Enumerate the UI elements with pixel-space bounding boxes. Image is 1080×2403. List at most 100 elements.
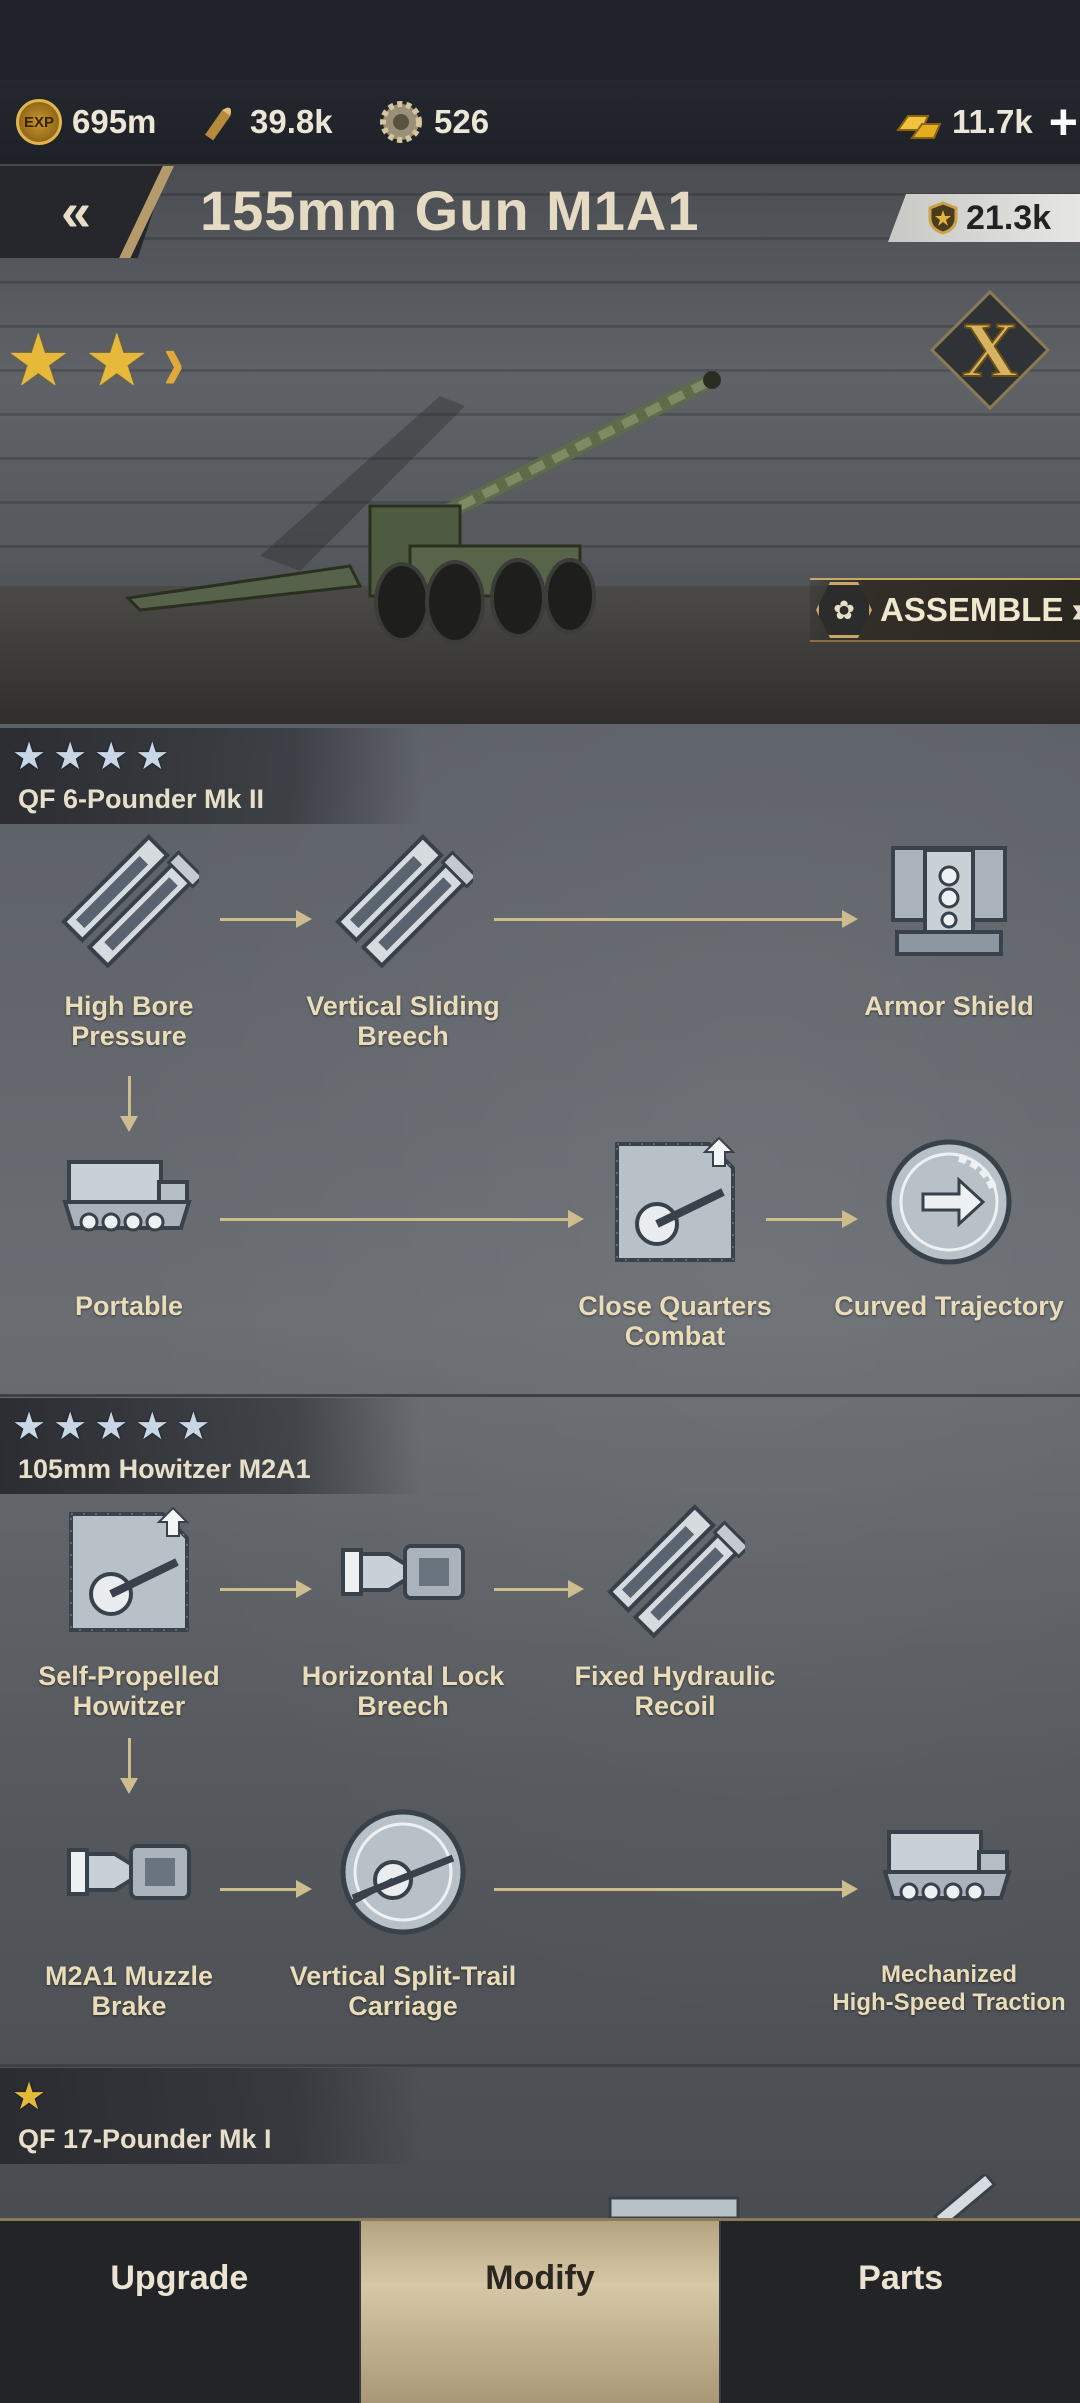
tree-arrow — [494, 910, 858, 928]
section-stars: ★ — [12, 2078, 46, 2116]
silver-star-icon: ★ — [94, 1406, 129, 1448]
exp-icon: EXP — [16, 99, 62, 145]
double-chevron-icon: ›› — [1071, 589, 1080, 630]
assemble-label: ASSEMBLE — [880, 591, 1064, 628]
curved-trajectory-icon — [879, 1132, 1019, 1272]
assemble-button[interactable]: ✿ ASSEMBLE ›› — [810, 578, 1080, 642]
silver-star-icon: ★ — [12, 1406, 47, 1448]
section-divider — [0, 2064, 1080, 2067]
barrel-parts-icon — [335, 827, 479, 971]
tab-parts[interactable]: Parts — [858, 2259, 944, 2297]
gear-icon — [380, 101, 422, 143]
node-label: Armor Shield — [864, 991, 1034, 1021]
artillery-upgrade-icon — [59, 1502, 199, 1642]
mod-node-portable[interactable]: Portable — [4, 1132, 254, 1321]
section-header: ★ QF 17-Pounder Mk I — [0, 2068, 420, 2164]
node-label: Curved Trajectory — [834, 1291, 1064, 1321]
ammo-resource[interactable]: 39.8k — [200, 94, 333, 150]
bullet-icon — [205, 107, 231, 141]
system-status-bar — [0, 0, 1080, 80]
back-button[interactable]: « — [0, 166, 168, 258]
gold-star-icon: ★ — [84, 321, 150, 401]
tree-arrow — [120, 1076, 138, 1132]
tab-upgrade[interactable]: Upgrade — [110, 2259, 249, 2297]
shield-icon — [928, 201, 958, 235]
exp-resource[interactable]: EXP 695m — [16, 94, 156, 150]
gold-value: 11.7k — [952, 103, 1033, 140]
ammo-value: 39.8k — [250, 103, 333, 140]
silver-star-icon: ★ — [12, 736, 47, 778]
tree-arrow — [220, 910, 312, 928]
silver-star-icon: ★ — [135, 736, 170, 778]
barrel-parts-icon — [607, 1497, 751, 1641]
gold-star-icon: ★ — [6, 321, 71, 401]
section-stars: ★ ★ ★ ★ ★ — [12, 1408, 210, 1446]
section-title: QF 6-Pounder Mk II — [18, 784, 265, 814]
tab-divider — [719, 2221, 722, 2403]
tab-modify[interactable]: Modify — [360, 2221, 720, 2403]
page-title: 155mm Gun M1A1 — [200, 179, 700, 242]
tree-arrow — [220, 1580, 312, 1598]
tracked-vehicle-icon — [883, 1830, 1011, 1902]
tier-badge-text: X — [962, 306, 1018, 393]
gun-carriage-icon — [333, 1802, 473, 1942]
tree-arrow — [220, 1880, 312, 1898]
tree-arrow — [494, 1580, 584, 1598]
node-label: Portable — [74, 1291, 184, 1321]
breech-icon — [341, 1544, 465, 1600]
armor-shield-icon — [891, 846, 1007, 956]
rank-stars[interactable]: ★ ★ › — [6, 314, 184, 408]
section-header: ★ ★ ★ ★ QF 6-Pounder Mk II — [0, 728, 420, 824]
barrel-parts-icon — [61, 827, 205, 971]
mod-node-armor-shield[interactable]: Armor Shield — [824, 832, 1074, 1021]
resource-bar: EXP 695m 39.8k 526 11.7k + — [0, 80, 1080, 166]
power-value: 21.3k — [966, 198, 1052, 237]
assemble-icon: ✿ — [816, 582, 872, 638]
bottom-tab-bar: Upgrade Modify Parts — [0, 2218, 1080, 2403]
tier-badge[interactable]: X — [930, 290, 1050, 410]
partial-node-icon — [932, 2174, 997, 2218]
tab-divider — [358, 2221, 361, 2403]
howitzer-image — [124, 371, 721, 644]
tracked-vehicle-icon — [63, 1160, 191, 1232]
breech-icon — [67, 1844, 191, 1900]
mod-node-curved-trajectory[interactable]: Curved Trajectory — [824, 1132, 1074, 1321]
gold-bars-icon — [896, 115, 942, 139]
parts-resource[interactable]: 526 — [378, 94, 489, 150]
silver-star-icon: ★ — [176, 1406, 211, 1448]
add-gold-button[interactable]: + — [1048, 94, 1078, 150]
section-stars: ★ ★ ★ ★ — [12, 738, 169, 776]
section-title: QF 17-Pounder Mk I — [18, 2124, 272, 2154]
tree-arrow — [766, 1210, 858, 1228]
silver-star-icon: ★ — [53, 736, 88, 778]
unit-hero: « 155mm Gun M1A1 21.3k ★ ★ › X ✿ ASSEMBL… — [0, 166, 1080, 724]
section-divider — [0, 1394, 1080, 1397]
section-title: 105mm Howitzer M2A1 — [18, 1454, 311, 1484]
silver-star-icon: ★ — [135, 1406, 170, 1448]
parts-value: 526 — [434, 103, 490, 140]
artillery-upgrade-icon — [605, 1132, 745, 1272]
tree-arrow — [494, 1880, 858, 1898]
back-chevron-icon: « — [60, 182, 91, 242]
chevron-right-icon: › — [163, 314, 185, 408]
gold-resource[interactable]: 11.7k + — [894, 94, 1078, 150]
section-header: ★ ★ ★ ★ ★ 105mm Howitzer M2A1 — [0, 1398, 420, 1494]
power-rating: 21.3k — [888, 194, 1080, 242]
